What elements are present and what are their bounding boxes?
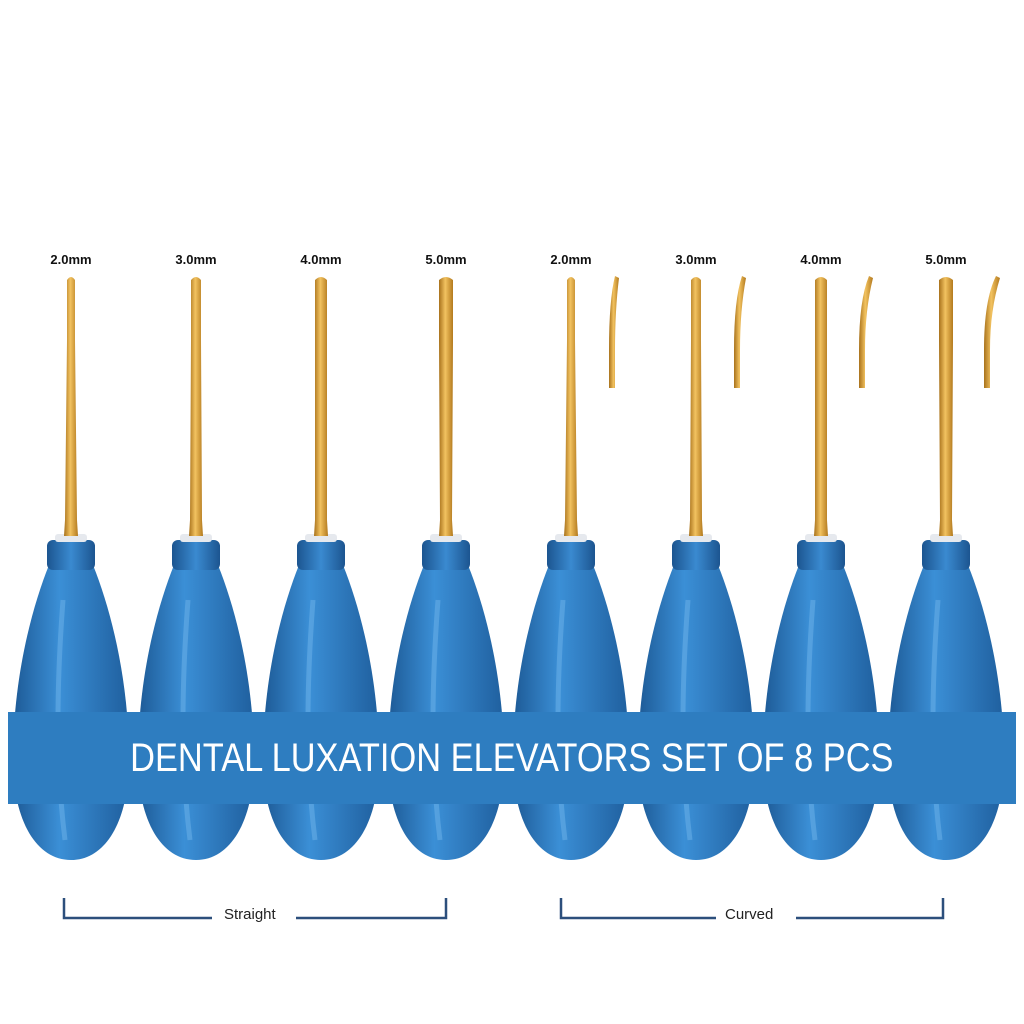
handle-collar	[547, 540, 595, 570]
size-label: 5.0mm	[425, 252, 467, 267]
handle-collar	[422, 540, 470, 570]
blade	[439, 277, 453, 536]
group-brackets	[62, 898, 945, 920]
blade	[689, 277, 703, 536]
size-label: 2.0mm	[50, 252, 92, 267]
curved-tip-profile	[609, 276, 619, 388]
blade	[64, 277, 78, 536]
handle-collar	[47, 540, 95, 570]
blade	[314, 277, 328, 536]
handle-collar	[922, 540, 970, 570]
handle-collar	[297, 540, 345, 570]
blade	[564, 277, 578, 536]
size-label: 5.0mm	[925, 252, 967, 267]
size-label: 3.0mm	[675, 252, 717, 267]
curved-bracket	[559, 898, 945, 920]
curved-tip-profile	[734, 276, 746, 388]
group-label-curved: Curved	[719, 906, 780, 923]
size-label: 4.0mm	[800, 252, 842, 267]
banner-title: DENTAL LUXATION ELEVATORS SET OF 8 PCS	[130, 735, 894, 780]
title-banner: DENTAL LUXATION ELEVATORS SET OF 8 PCS	[8, 712, 1016, 804]
size-label: 2.0mm	[550, 252, 592, 267]
curved-tip-profile	[859, 276, 873, 388]
handle-collar	[172, 540, 220, 570]
blade	[939, 277, 953, 536]
size-label: 3.0mm	[175, 252, 217, 267]
straight-bracket	[62, 898, 448, 920]
handle-collar	[672, 540, 720, 570]
blade	[189, 277, 203, 536]
curved-tip-profile	[984, 276, 1000, 388]
group-label-straight: Straight	[218, 906, 282, 923]
handle-collar	[797, 540, 845, 570]
blade	[814, 277, 828, 536]
size-label: 4.0mm	[300, 252, 342, 267]
